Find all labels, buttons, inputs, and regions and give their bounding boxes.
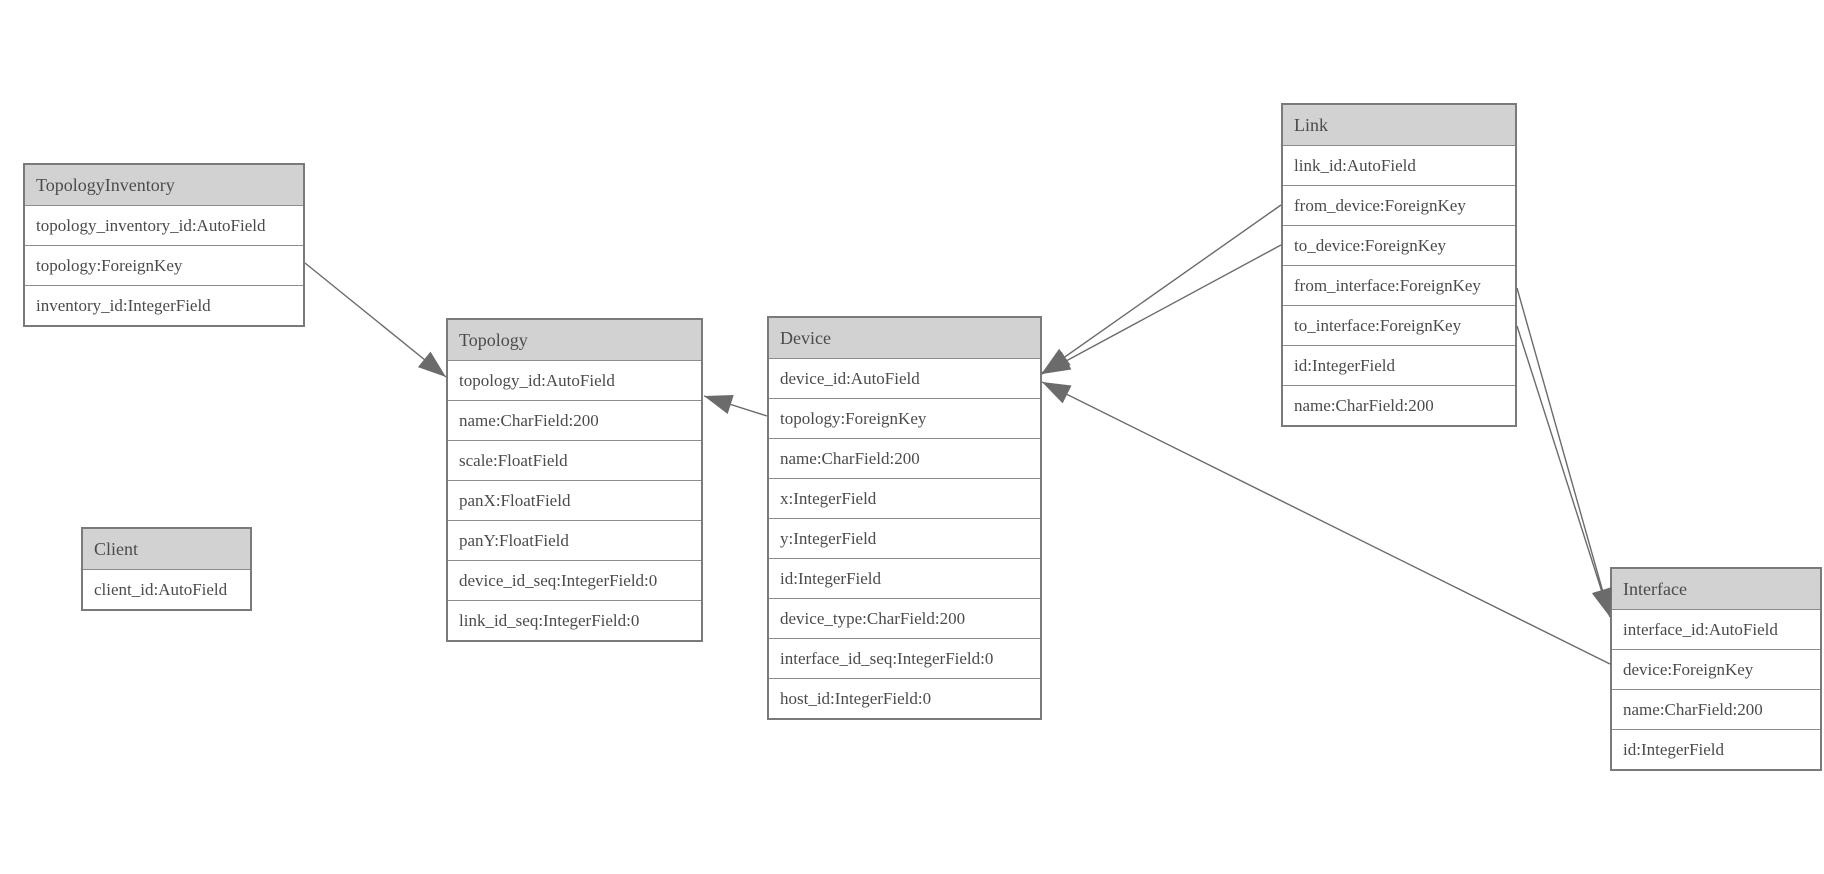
entity-field-row: device:ForeignKey bbox=[1612, 649, 1820, 689]
entity-field-row: device_id_seq:IntegerField:0 bbox=[448, 560, 701, 600]
relationship-line-link-from_interface-to-interface bbox=[1516, 287, 1611, 618]
entity-field-row: name:CharField:200 bbox=[448, 400, 701, 440]
arrowhead-link-to_device-to-device bbox=[1042, 351, 1072, 374]
entity-field-row: to_device:ForeignKey bbox=[1283, 225, 1515, 265]
entity-field-row: from_interface:ForeignKey bbox=[1283, 265, 1515, 305]
relationship-line-link-to_device-to-device bbox=[1041, 244, 1282, 375]
entity-field-row: device_id:AutoField bbox=[769, 358, 1040, 398]
entity-field-row: topology_inventory_id:AutoField bbox=[25, 205, 303, 245]
entity-field-row: name:CharField:200 bbox=[769, 438, 1040, 478]
relationship-line-link-to_interface-to-interface bbox=[1516, 325, 1611, 618]
entity-field-row: id:IntegerField bbox=[1612, 729, 1820, 769]
entity-field-row: interface_id:AutoField bbox=[1612, 609, 1820, 649]
arrowhead-interface-device-to-device bbox=[1042, 382, 1072, 404]
entity-field-row: host_id:IntegerField:0 bbox=[769, 678, 1040, 718]
entity-title-topology: Topology bbox=[448, 320, 701, 360]
entity-title-client: Client bbox=[83, 529, 250, 569]
entity-field-row: x:IntegerField bbox=[769, 478, 1040, 518]
entity-field-row: device_type:CharField:200 bbox=[769, 598, 1040, 638]
entity-field-row: id:IntegerField bbox=[1283, 345, 1515, 385]
entity-field-row: client_id:AutoField bbox=[83, 569, 250, 609]
entity-field-row: topology_id:AutoField bbox=[448, 360, 701, 400]
entity-field-row: link_id_seq:IntegerField:0 bbox=[448, 600, 701, 640]
entity-field-row: inventory_id:IntegerField bbox=[25, 285, 303, 325]
entity-field-row: to_interface:ForeignKey bbox=[1283, 305, 1515, 345]
arrowhead-device-topology-to-topology bbox=[704, 394, 734, 415]
entity-title-device: Device bbox=[769, 318, 1040, 358]
entity-field-row: id:IntegerField bbox=[769, 558, 1040, 598]
entity-title-link: Link bbox=[1283, 105, 1515, 145]
entity-title-interface: Interface bbox=[1612, 569, 1820, 609]
entity-field-row: interface_id_seq:IntegerField:0 bbox=[769, 638, 1040, 678]
arrowhead-topologyinventory-topology-to-topology bbox=[417, 351, 446, 377]
relationship-line-link-from_device-to-device bbox=[1041, 204, 1282, 374]
entity-field-row: topology:ForeignKey bbox=[25, 245, 303, 285]
relationship-line-device-topology-to-topology bbox=[703, 395, 768, 417]
arrowhead-link-to_interface-to-interface bbox=[1591, 587, 1612, 617]
entity-title-topologyinventory: TopologyInventory bbox=[25, 165, 303, 205]
relationship-line-topologyinventory-topology-to-topology bbox=[304, 262, 447, 378]
entity-field-row: panY:FloatField bbox=[448, 520, 701, 560]
entity-field-row: y:IntegerField bbox=[769, 518, 1040, 558]
entity-field-row: name:CharField:200 bbox=[1612, 689, 1820, 729]
entity-field-row: link_id:AutoField bbox=[1283, 145, 1515, 185]
arrowhead-link-from_device-to-device bbox=[1042, 348, 1071, 373]
entity-field-row: topology:ForeignKey bbox=[769, 398, 1040, 438]
entity-field-row: from_device:ForeignKey bbox=[1283, 185, 1515, 225]
entity-field-row: name:CharField:200 bbox=[1283, 385, 1515, 425]
entity-field-row: panX:FloatField bbox=[448, 480, 701, 520]
entity-field-row: scale:FloatField bbox=[448, 440, 701, 480]
